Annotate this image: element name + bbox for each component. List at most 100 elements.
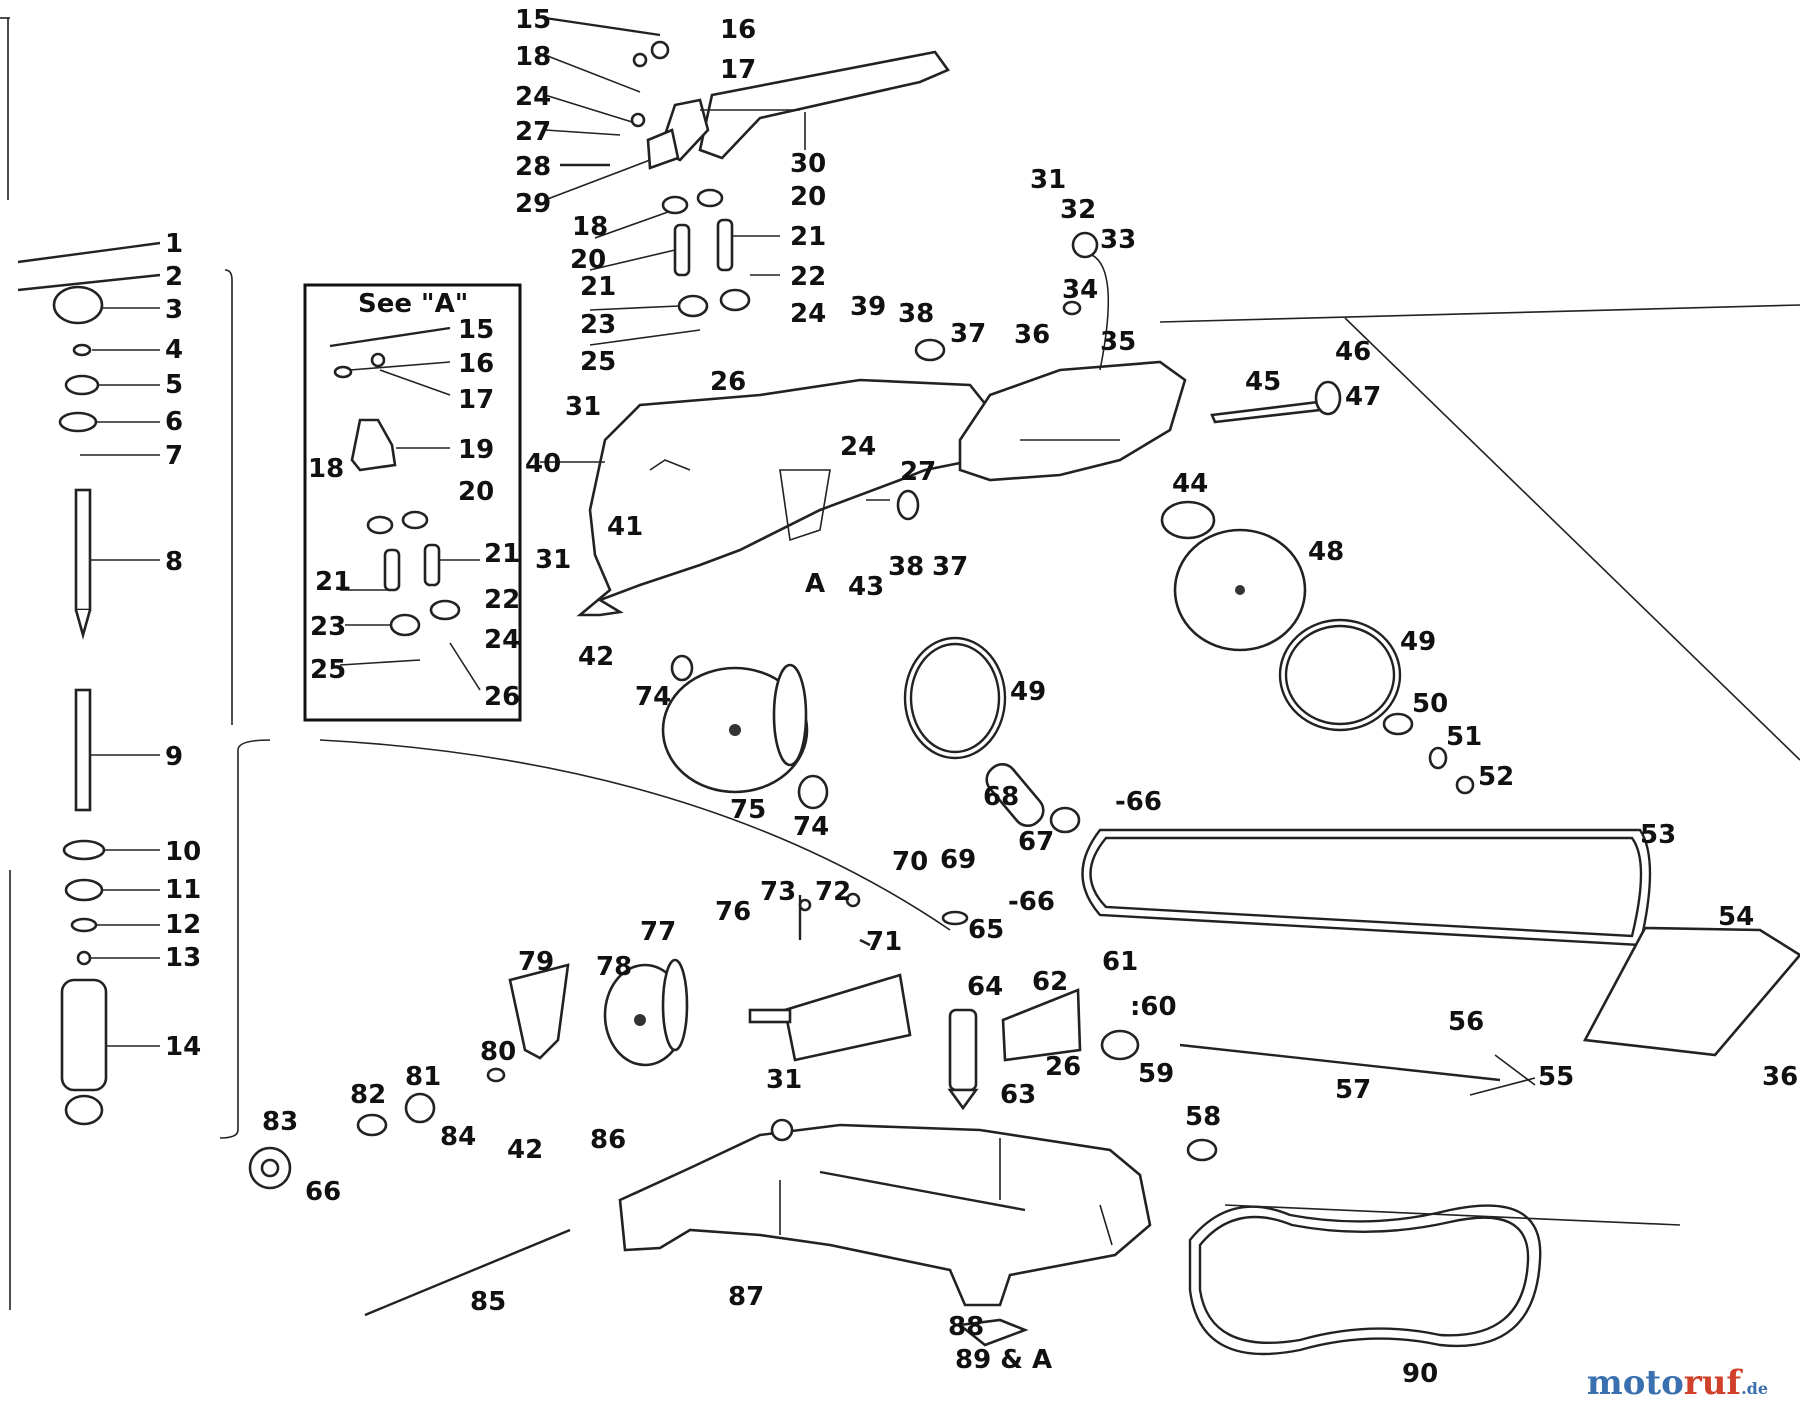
callout-label-m41: 41 — [607, 512, 643, 542]
callout-label-i26: 26 — [484, 682, 520, 712]
callout-label-m50: 50 — [1412, 689, 1448, 719]
callout-label-m47: 47 — [1345, 382, 1381, 412]
callout-label-m89: 89 & A — [955, 1345, 1052, 1375]
callout-label-m56: 56 — [1448, 1007, 1484, 1037]
callout-label-m72: 72 — [815, 877, 851, 907]
callout-label-i17: 17 — [458, 385, 494, 415]
callout-label-t23: 23 — [580, 310, 616, 340]
callout-label-l2: 2 — [165, 262, 183, 292]
callout-label-i25: 25 — [310, 655, 346, 685]
callout-label-m75: 75 — [730, 795, 766, 825]
callout-label-t21b: 21 — [580, 272, 616, 302]
callout-label-m71: 71 — [866, 927, 902, 957]
callout-label-l8: 8 — [165, 547, 183, 577]
upper-housing — [540, 231, 1187, 617]
callout-label-m36b: 36 — [1762, 1062, 1798, 1092]
marker-a: A — [805, 569, 825, 599]
callout-label-m34: 34 — [1062, 275, 1098, 305]
callout-label-m27: 27 — [900, 457, 936, 487]
callout-label-m67: 67 — [1018, 827, 1054, 857]
callout-label-m61: 61 — [1102, 947, 1138, 977]
callout-label-l1: 1 — [165, 229, 183, 259]
callout-label-t16: 16 — [720, 15, 756, 45]
inset-see-a — [303, 283, 522, 722]
callout-label-m76: 76 — [715, 897, 751, 927]
callout-label-m24: 24 — [840, 432, 876, 462]
wheel-assembly-75 — [661, 654, 829, 810]
callout-label-m77: 77 — [640, 917, 676, 947]
callout-label-t24b: 24 — [790, 299, 826, 329]
callout-label-m31a: 31 — [565, 392, 601, 422]
callout-label-m42b: 42 — [507, 1135, 543, 1165]
callout-label-m65: 65 — [968, 915, 1004, 945]
lower-parts-center — [508, 892, 1536, 1162]
callout-label-l9: 9 — [165, 742, 183, 772]
callout-label-l4: 4 — [165, 335, 183, 365]
frame-lines — [0, 17, 1800, 1310]
callout-label-i23: 23 — [310, 612, 346, 642]
callout-label-m43: 43 — [848, 572, 884, 602]
callout-label-m66b: -66 — [1008, 887, 1055, 917]
callout-label-m51: 51 — [1446, 722, 1482, 752]
callout-label-m39: 39 — [850, 292, 886, 322]
callout-label-m33: 33 — [1100, 225, 1136, 255]
callout-label-m81: 81 — [405, 1062, 441, 1092]
callout-label-i22: 22 — [484, 585, 520, 615]
callout-label-t18a: 18 — [515, 42, 551, 72]
callout-label-m60: :60 — [1130, 992, 1177, 1022]
callout-label-m38a: 38 — [888, 552, 924, 582]
callout-label-m26: 26 — [1045, 1052, 1081, 1082]
callout-label-m90: 90 — [1402, 1359, 1438, 1389]
callout-label-l14: 14 — [165, 1032, 201, 1062]
callout-label-m52: 52 — [1478, 762, 1514, 792]
callout-label-l7: 7 — [165, 441, 183, 471]
callout-label-t17: 17 — [720, 55, 756, 85]
callout-label-l3: 3 — [165, 295, 183, 325]
callout-label-m58: 58 — [1185, 1102, 1221, 1132]
callout-label-m80: 80 — [480, 1037, 516, 1067]
callout-label-m74b: 74 — [793, 812, 829, 842]
callout-label-m38b: 38 — [898, 299, 934, 329]
callout-label-m59: 59 — [1138, 1059, 1174, 1089]
callout-label-m86: 86 — [590, 1125, 626, 1155]
callout-label-m48: 48 — [1308, 537, 1344, 567]
callout-label-t26: 26 — [710, 367, 746, 397]
callout-label-m54: 54 — [1718, 902, 1754, 932]
callout-label-m82: 82 — [350, 1080, 386, 1110]
callout-label-m78: 78 — [596, 952, 632, 982]
callout-label-t15: 15 — [515, 5, 551, 35]
callout-label-m69: 69 — [940, 845, 976, 875]
callout-label-m53: 53 — [1640, 820, 1676, 850]
callout-label-t21a: 21 — [790, 222, 826, 252]
callout-label-m62: 62 — [1032, 967, 1068, 997]
callout-label-m74a: 74 — [635, 682, 671, 712]
callout-label-t29: 29 — [515, 189, 551, 219]
callout-label-t18b: 18 — [572, 212, 608, 242]
callout-label-l10: 10 — [165, 837, 201, 867]
callout-label-t22: 22 — [790, 262, 826, 292]
callout-label-m44: 44 — [1172, 469, 1208, 499]
shaft-45-47 — [1210, 380, 1342, 424]
callout-label-i24: 24 — [484, 625, 520, 655]
callout-label-m68: 68 — [983, 782, 1019, 812]
callout-label-m73: 73 — [760, 877, 796, 907]
callout-label-m66a: -66 — [1115, 787, 1162, 817]
callout-label-m66c: 66 — [305, 1177, 341, 1207]
callout-label-m83: 83 — [262, 1107, 298, 1137]
callout-label-m31c: 31 — [1030, 165, 1066, 195]
callout-label-t20a: 20 — [790, 182, 826, 212]
inset-title: See "A" — [358, 289, 468, 319]
callout-label-m49b: 49 — [1400, 627, 1436, 657]
left-shaft-assembly — [17, 241, 161, 1126]
callout-label-m87: 87 — [728, 1282, 764, 1312]
pulleys-belts-right — [903, 500, 1800, 1356]
callout-label-i21a: 21 — [484, 539, 520, 569]
callout-label-t25: 25 — [580, 347, 616, 377]
callout-label-i15: 15 — [458, 315, 494, 345]
callout-label-l11: 11 — [165, 875, 201, 905]
callout-label-i16: 16 — [458, 349, 494, 379]
base-casting — [618, 1118, 1152, 1347]
callout-label-i19: 19 — [458, 435, 494, 465]
